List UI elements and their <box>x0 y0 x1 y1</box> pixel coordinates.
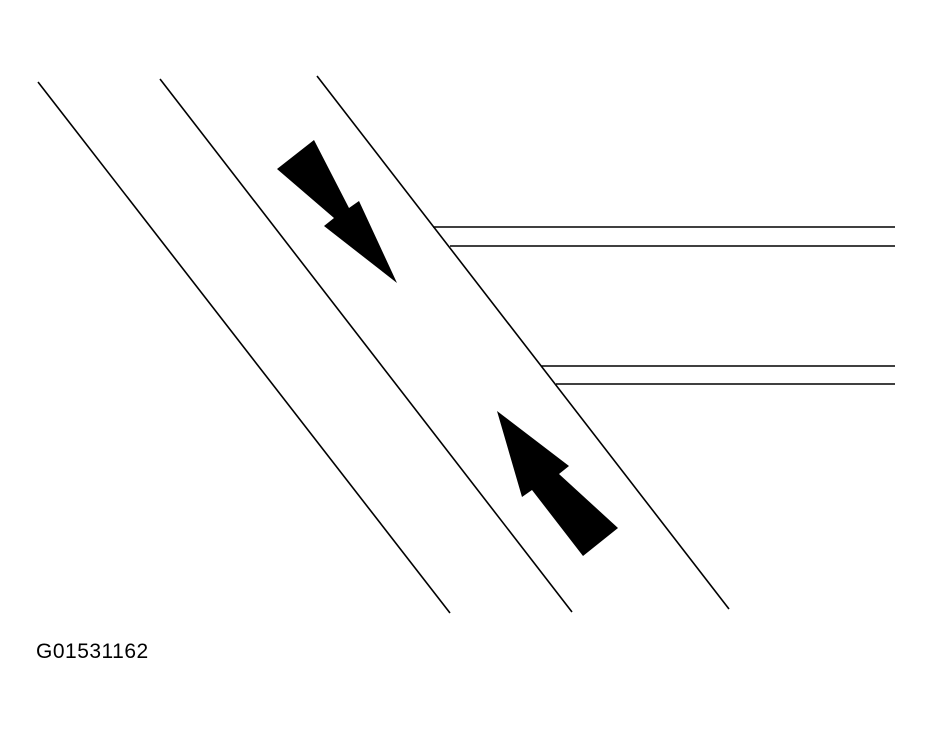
arrow-up-left-icon <box>497 411 618 556</box>
diagonal-line-middle <box>159 78 573 613</box>
arrow-down-right-icon <box>277 140 397 283</box>
figure-id-label: G01531162 <box>36 640 149 663</box>
diagonal-line-left <box>37 81 451 614</box>
diagonal-line-right <box>316 75 730 610</box>
